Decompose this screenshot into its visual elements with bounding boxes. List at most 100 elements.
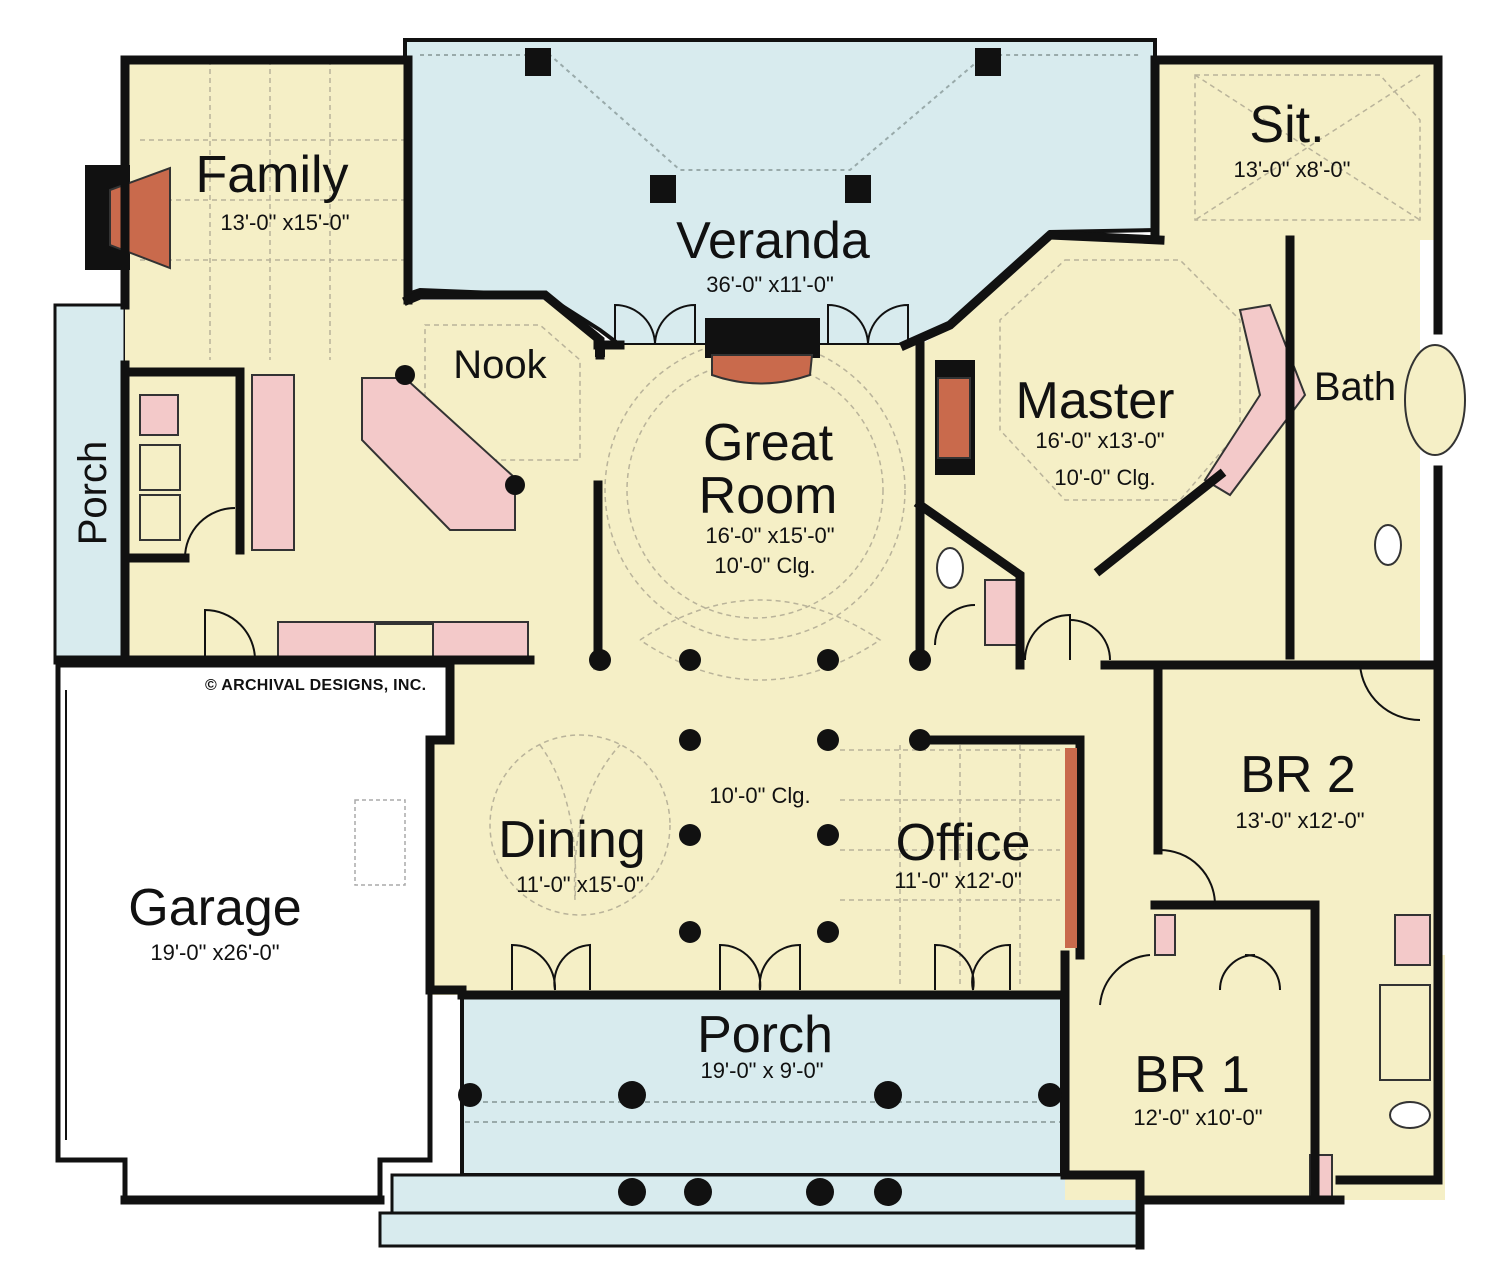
- garage-dims: 19'-0" x26'-0": [150, 940, 279, 965]
- office-accent-wall: [1065, 748, 1077, 948]
- wall-stub: [595, 345, 605, 357]
- veranda-door: [867, 303, 909, 346]
- fireplaces: [85, 165, 975, 475]
- br2-dims: 13'-0" x12'-0": [1235, 808, 1364, 833]
- fixtures: [139, 303, 1431, 1201]
- nook-label: Nook: [453, 343, 547, 387]
- column: [817, 649, 839, 671]
- veranda-door: [654, 303, 696, 346]
- master-bath-wall: [1093, 468, 1227, 577]
- dining-door: [553, 943, 591, 991]
- porch-column: [458, 1083, 482, 1107]
- great-room-label-1: Great: [703, 414, 834, 472]
- entry-door: [758, 943, 801, 991]
- br-toilet: [1389, 1101, 1431, 1129]
- interior-floor: [125, 60, 1445, 1200]
- garage-attic-access: [354, 799, 406, 886]
- porch-column: [874, 1178, 902, 1206]
- master-door: [1069, 619, 1111, 661]
- family-label: Family: [195, 146, 348, 204]
- hall-ceiling: 10'-0" Clg.: [709, 783, 810, 808]
- sit-dims: 13'-0" x8'-0": [1234, 157, 1351, 182]
- veranda-post: [975, 48, 1001, 76]
- master-floor: [920, 232, 1420, 665]
- front-porch-dims: 19'-0" x 9'-0": [700, 1058, 823, 1083]
- dining-office-floor: [430, 665, 1080, 995]
- great-room-ceiling: 10'-0" Clg.: [714, 553, 815, 578]
- side-porch-label: Porch: [71, 441, 115, 546]
- great-room-hearth: [705, 318, 820, 358]
- columns: [395, 48, 1062, 1206]
- great-room-floor: [598, 345, 923, 675]
- doors: [184, 303, 1421, 1006]
- veranda-dims: 36'-0" x11'-0": [706, 272, 834, 297]
- hall-cabinet: [1154, 914, 1176, 956]
- ceiling-details: [140, 60, 1421, 985]
- porch-column: [874, 1081, 902, 1109]
- porch-column: [618, 1081, 646, 1109]
- master-ceiling: 10'-0" Clg.: [1054, 465, 1155, 490]
- master-label: Master: [1016, 372, 1175, 430]
- office-label: Office: [896, 814, 1031, 872]
- wc-door: [934, 604, 976, 646]
- sit-floor: [1155, 60, 1435, 240]
- front-porch-label: Porch: [697, 1006, 833, 1064]
- walls: [53, 55, 1443, 1250]
- bath-toilet: [1374, 524, 1402, 566]
- laundry-wall: [120, 367, 245, 555]
- sit-label: Sit.: [1249, 96, 1324, 154]
- column: [679, 921, 701, 943]
- hall-floor: [1060, 665, 1435, 965]
- veranda-post: [650, 175, 676, 203]
- br-bath-tub: [1379, 984, 1431, 1081]
- master-vanity: [1203, 303, 1307, 497]
- office-door: [971, 943, 1011, 991]
- br2-door: [1159, 849, 1216, 906]
- column: [505, 475, 525, 495]
- br1-dims: 12'-0" x10'-0": [1133, 1105, 1262, 1130]
- veranda-door: [614, 303, 656, 346]
- laundry-dryer: [139, 494, 181, 541]
- pantry-counter: [251, 374, 295, 551]
- dining-west-wall: [425, 735, 467, 995]
- great-room-label-2: Room: [699, 467, 838, 525]
- master-toilet: [936, 547, 964, 589]
- great-room-dims: 16'-0" x15'-0": [705, 523, 834, 548]
- laundry-sink: [139, 394, 179, 436]
- closet-door: [1219, 954, 1256, 991]
- master-closet-wall: [913, 498, 1025, 670]
- sit-wall: [1150, 55, 1443, 240]
- outdoor-areas: [53, 38, 1157, 1248]
- veranda-post: [845, 175, 871, 203]
- great-room-north-wall-2: [899, 230, 1165, 351]
- br-bath-sink: [1394, 914, 1431, 966]
- master-tub: [1404, 344, 1466, 456]
- column: [817, 824, 839, 846]
- br2-south-wall: [1150, 900, 1320, 1205]
- veranda-label: Veranda: [676, 212, 870, 270]
- column: [589, 649, 611, 671]
- veranda-post: [525, 48, 551, 76]
- bath-label: Bath: [1314, 365, 1396, 409]
- br2-closet-door: [1359, 664, 1421, 722]
- dining-dims: 11'-0" x15'-0": [516, 872, 644, 897]
- br2-label: BR 2: [1240, 746, 1356, 804]
- front-step-1: [390, 1173, 1139, 1215]
- porch-column: [1038, 1083, 1062, 1107]
- porch-column: [806, 1178, 834, 1206]
- column: [679, 824, 701, 846]
- column: [679, 649, 701, 671]
- family-dims: 13'-0" x15'-0": [220, 210, 349, 235]
- veranda-door: [827, 303, 869, 346]
- garage-label: Garage: [128, 879, 301, 937]
- column: [817, 729, 839, 751]
- laundry-door: [184, 507, 236, 559]
- master-dims: 16'-0" x13'-0": [1035, 428, 1164, 453]
- column: [817, 921, 839, 943]
- copyright-text: © ARCHIVAL DESIGNS, INC.: [205, 677, 426, 694]
- porch-column: [684, 1178, 712, 1206]
- master-wc-sink: [984, 579, 1021, 646]
- mud-door: [204, 608, 256, 661]
- room-labels: Family 13'-0" x15'-0" Veranda 36'-0" x11…: [71, 96, 1396, 1130]
